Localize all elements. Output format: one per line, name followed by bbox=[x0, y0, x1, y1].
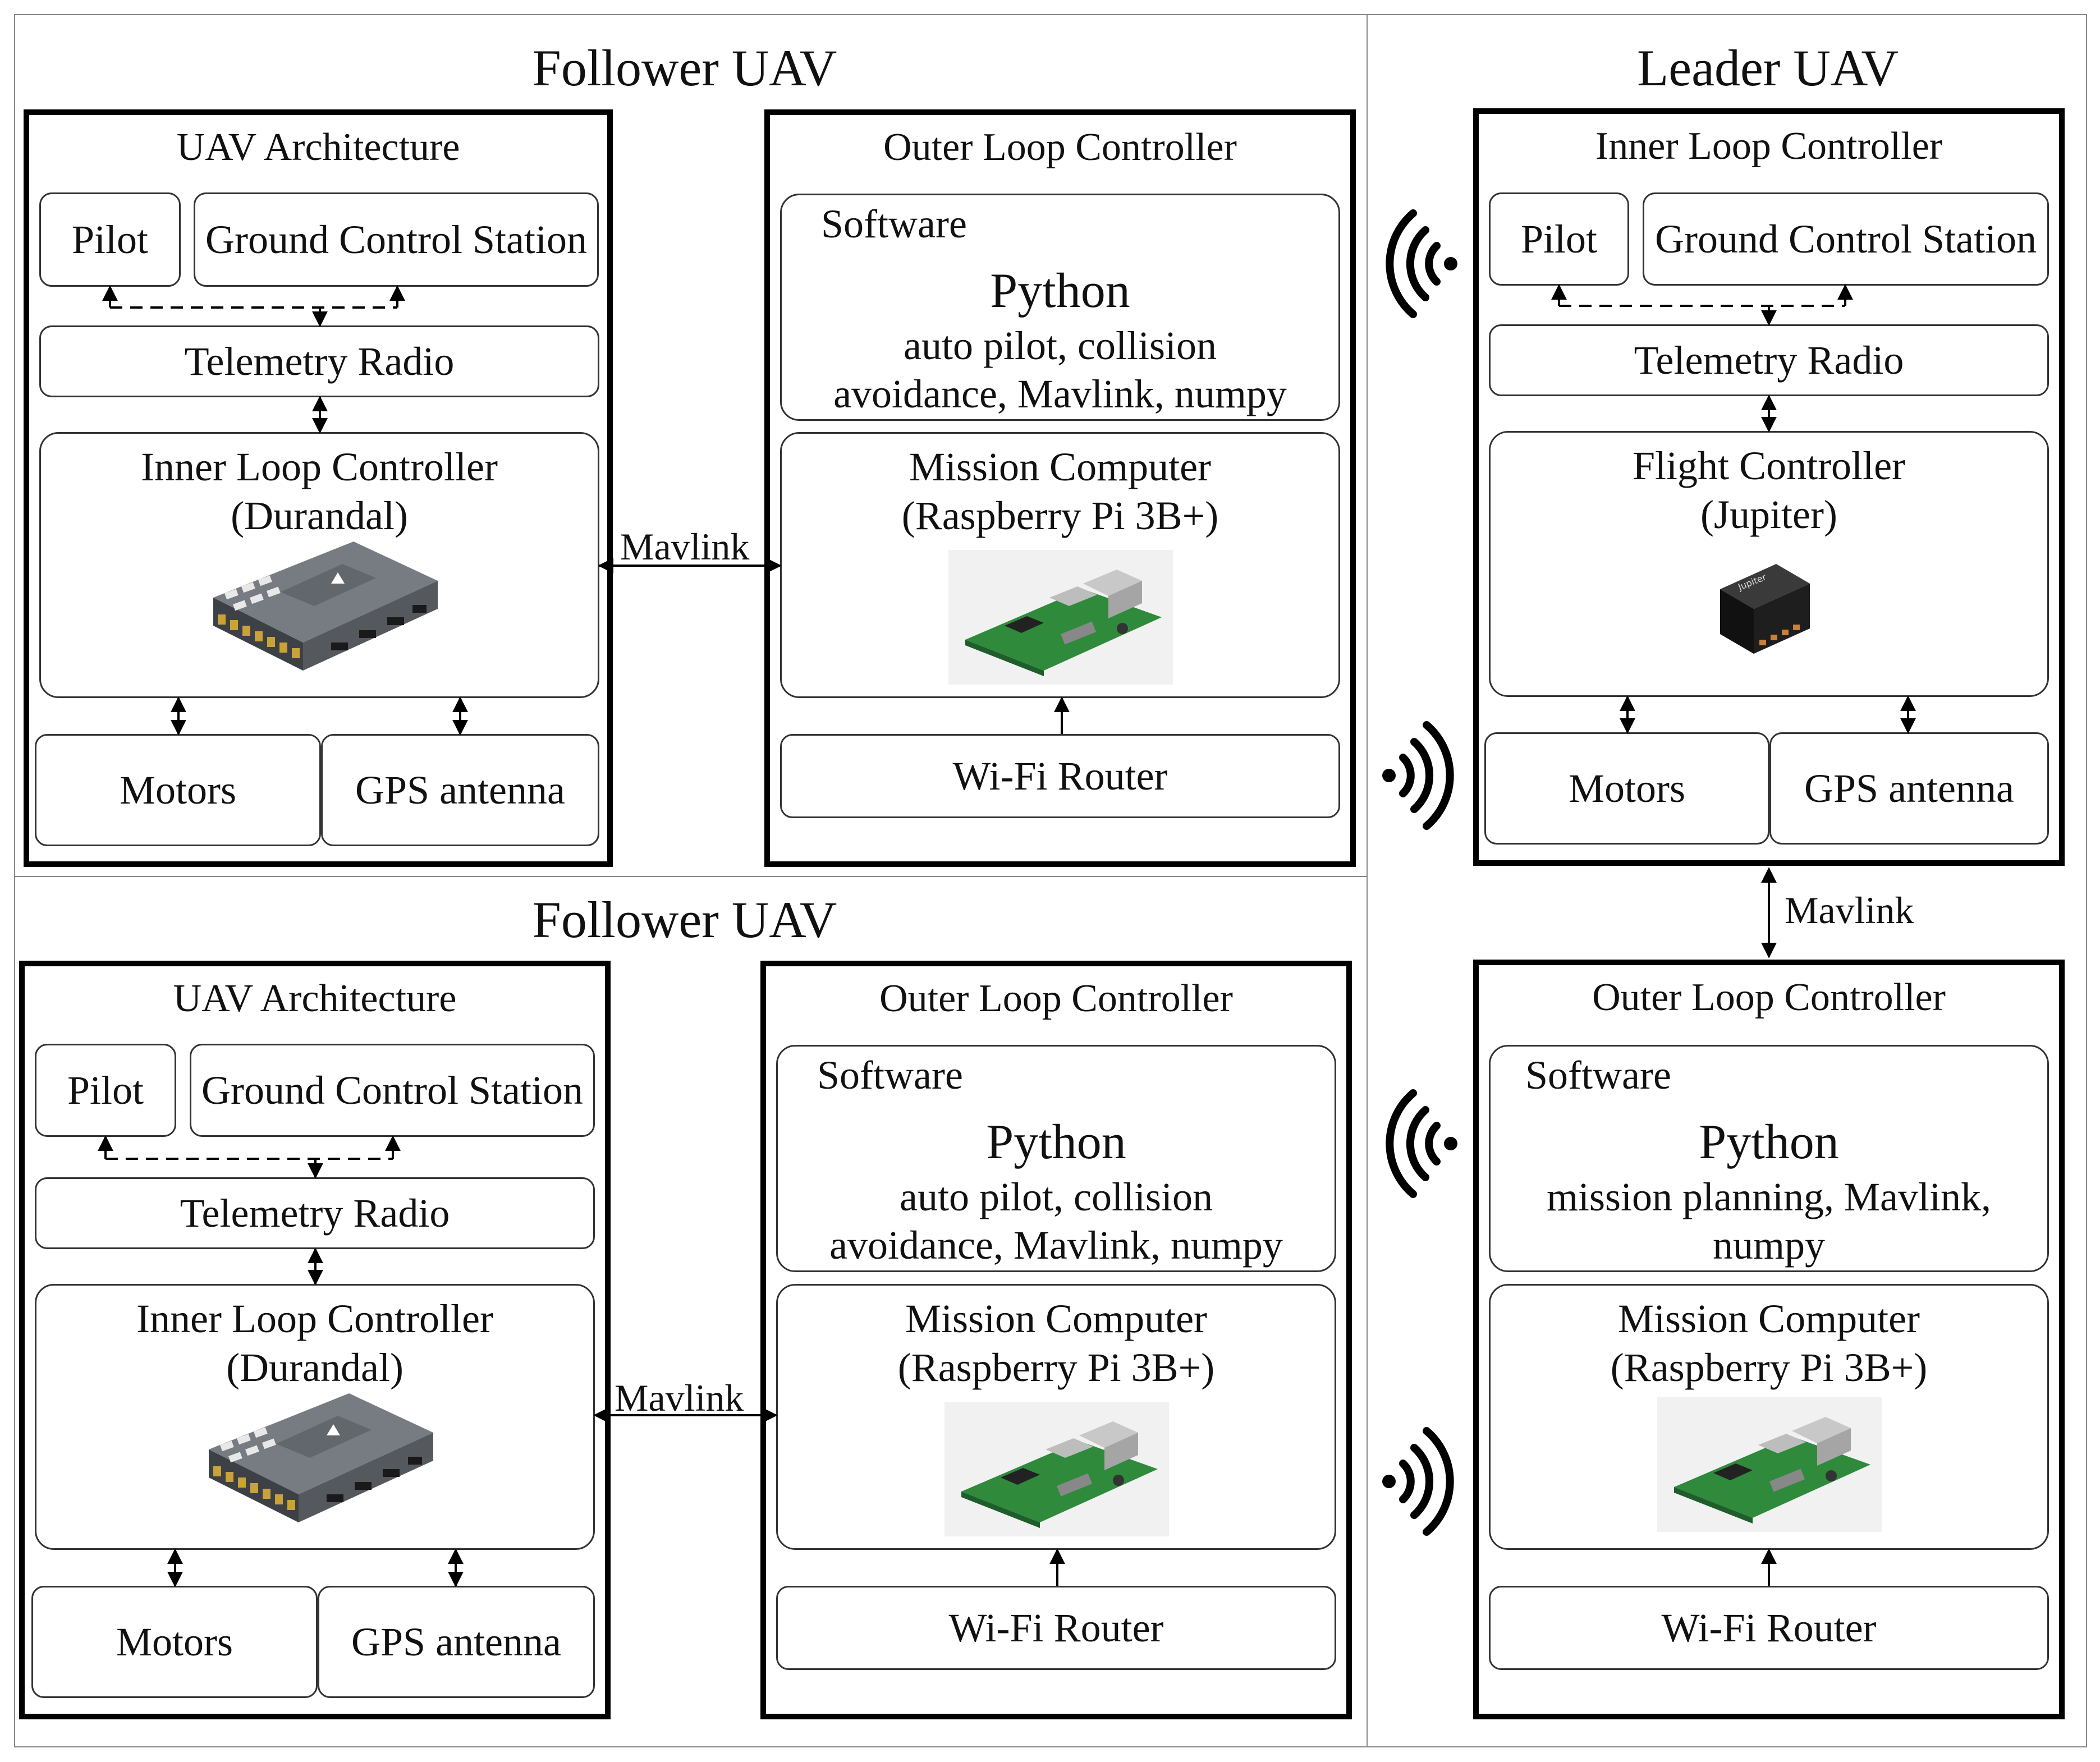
mission-computer-label: Mission Computer bbox=[1617, 1296, 1920, 1341]
outer-loop-controller-heading: Outer Loop Controller bbox=[883, 126, 1237, 169]
wifi-router-box: Wi-Fi Router bbox=[1489, 1586, 2049, 1670]
software-description: auto pilot, collision avoidance, Mavlink… bbox=[829, 1174, 1283, 1268]
software-label: Software bbox=[1525, 1053, 1671, 1098]
leader-uav-title: Leader UAV bbox=[1637, 39, 1899, 97]
inner-loop-controller-heading: Inner Loop Controller bbox=[1595, 125, 1943, 168]
durandal-photo bbox=[209, 1393, 433, 1522]
flight-controller-label: Flight Controller bbox=[1633, 443, 1905, 488]
outer-loop-controller-heading: Outer Loop Controller bbox=[1592, 976, 1946, 1019]
mission-computer-label: Mission Computer bbox=[909, 444, 1212, 489]
inner-loop-controller-label: Inner Loop Controller bbox=[141, 444, 498, 489]
ground-control-station-box: Ground Control Station bbox=[1643, 192, 2049, 286]
motors-box: Motors bbox=[35, 734, 321, 846]
follower-uav-title: Follower UAV bbox=[532, 891, 837, 948]
wifi-router-box: Wi-Fi Router bbox=[780, 734, 1340, 818]
pilot-box: Pilot bbox=[1489, 192, 1629, 286]
software-box: Software Python auto pilot, collision av… bbox=[780, 194, 1340, 421]
raspberry-pi-label: (Raspberry Pi 3B+) bbox=[901, 493, 1219, 538]
wifi-signal-right-icon bbox=[1382, 721, 1454, 830]
ground-control-station-box: Ground Control Station bbox=[190, 1044, 595, 1137]
raspberry-pi-photo bbox=[1657, 1397, 1882, 1532]
durandal-photo bbox=[213, 542, 438, 671]
software-box: Software Python auto pilot, collision av… bbox=[776, 1045, 1336, 1272]
durandal-label: (Durandal) bbox=[226, 1345, 404, 1390]
wifi-router-box: Wi-Fi Router bbox=[776, 1586, 1336, 1670]
motors-box: Motors bbox=[31, 1586, 318, 1698]
python-label: Python bbox=[986, 1115, 1126, 1169]
raspberry-pi-photo bbox=[948, 550, 1173, 685]
gps-antenna-box: GPS antenna bbox=[1769, 732, 2049, 845]
gps-antenna-box: GPS antenna bbox=[318, 1586, 595, 1698]
follower-uav-title: Follower UAV bbox=[532, 39, 837, 97]
raspberry-pi-label: (Raspberry Pi 3B+) bbox=[1610, 1345, 1928, 1390]
raspberry-pi-photo bbox=[944, 1402, 1169, 1536]
mission-computer-label: Mission Computer bbox=[905, 1296, 1208, 1341]
software-label: Software bbox=[821, 201, 967, 246]
ground-control-station-box: Ground Control Station bbox=[194, 192, 599, 287]
python-label: Python bbox=[990, 264, 1130, 318]
uav-architecture-heading: UAV Architecture bbox=[176, 126, 460, 169]
jupiter-label: (Jupiter) bbox=[1700, 492, 1837, 537]
software-description: mission planning, Mavlink, numpy bbox=[1547, 1174, 1991, 1268]
wifi-signal-left-icon bbox=[1386, 1089, 1457, 1198]
gps-antenna-box: GPS antenna bbox=[321, 734, 599, 846]
python-label: Python bbox=[1699, 1115, 1839, 1169]
durandal-label: (Durandal) bbox=[231, 493, 408, 538]
pilot-box: Pilot bbox=[39, 192, 181, 287]
software-label: Software bbox=[817, 1053, 963, 1098]
flight-controller-box: Flight Controller (Jupiter) bbox=[1489, 431, 2049, 697]
outer-loop-controller-heading: Outer Loop Controller bbox=[879, 977, 1233, 1020]
pilot-box: Pilot bbox=[35, 1044, 176, 1137]
wifi-signal-left-icon bbox=[1386, 209, 1457, 318]
software-description: auto pilot, collision avoidance, Mavlink… bbox=[833, 323, 1287, 417]
uav-architecture-heading: UAV Architecture bbox=[173, 977, 457, 1020]
mavlink-label: Mavlink bbox=[1785, 889, 1914, 932]
raspberry-pi-label: (Raspberry Pi 3B+) bbox=[897, 1345, 1215, 1390]
inner-loop-controller-label: Inner Loop Controller bbox=[136, 1296, 493, 1341]
software-box: Software Python mission planning, Mavlin… bbox=[1489, 1045, 2049, 1272]
leader-panel bbox=[1367, 14, 2087, 1747]
jupiter-photo: Jupiter bbox=[1720, 564, 1810, 654]
wifi-signal-right-icon bbox=[1382, 1427, 1454, 1536]
